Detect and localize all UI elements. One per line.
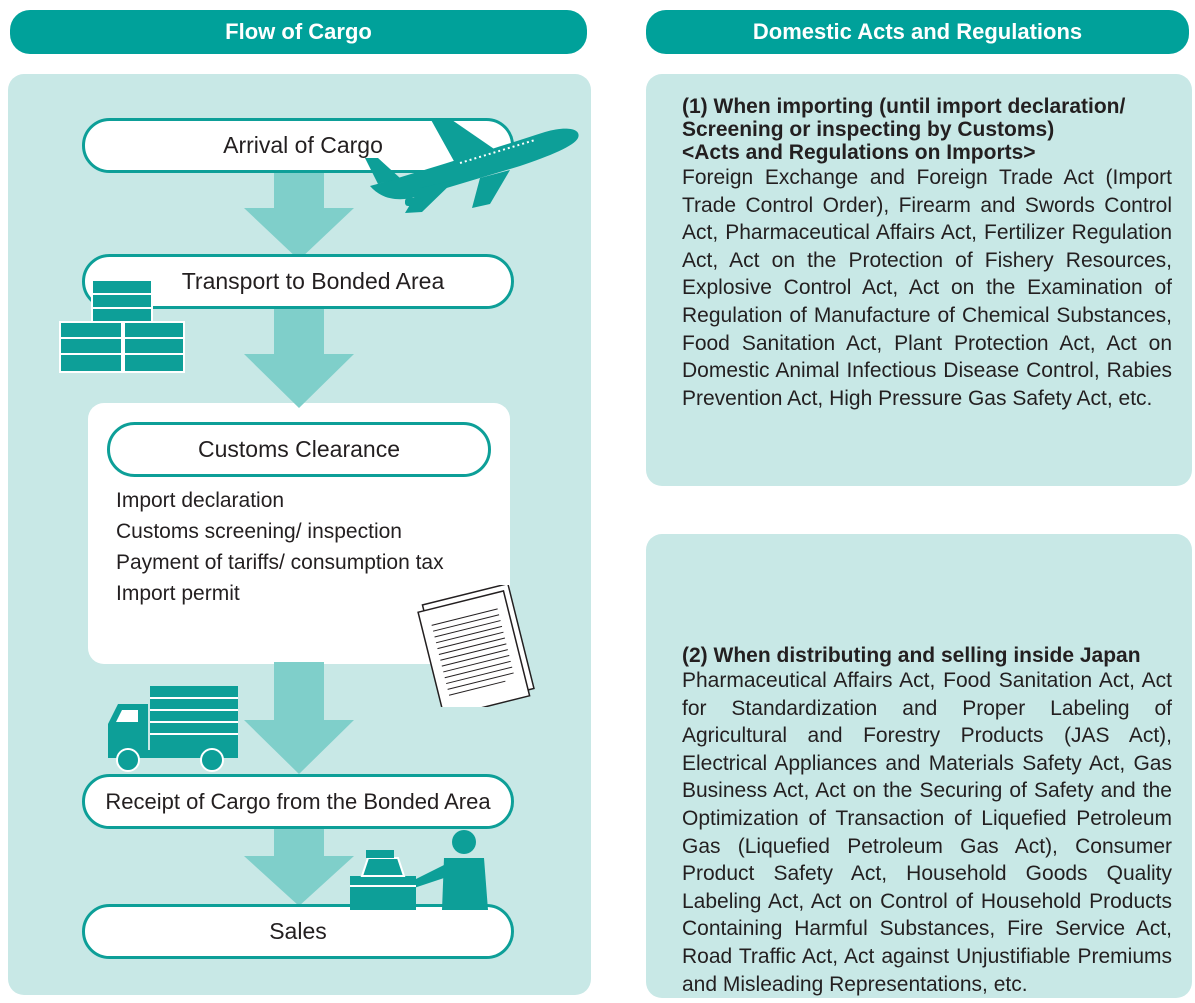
arrow-2 [244, 306, 354, 408]
stage-receipt-of-cargo: Receipt of Cargo from the Bonded Area [82, 774, 514, 829]
stage-transport-to-bonded-area: Transport to Bonded Area [82, 254, 514, 309]
domestic-acts-list: Pharmaceutical Affairs Act, Food Sanitat… [682, 669, 1172, 996]
document-icon [417, 585, 535, 707]
cashier-icon [350, 830, 488, 910]
crates-icon [59, 279, 185, 373]
customs-steps-list: Import declaration Customs screening/ in… [116, 485, 444, 609]
customs-step: Payment of tariffs/ consumption tax [116, 551, 444, 574]
import-regulations-box: (1) When importing (until import declara… [646, 74, 1192, 486]
arrow-4 [244, 826, 354, 906]
regulations-header: Domestic Acts and Regulations [646, 10, 1189, 54]
arrow-3 [244, 662, 354, 774]
customs-step: Customs screening/ inspection [116, 520, 402, 543]
import-title-line1: (1) When importing (until import declara… [682, 95, 1126, 118]
domestic-title: (2) When distributing and selling inside… [682, 644, 1141, 667]
import-title-line2: Screening or inspecting by Customs) [682, 118, 1055, 141]
stage-customs-clearance: Customs Clearance [107, 422, 491, 477]
truck-icon [108, 686, 238, 772]
airplane-icon [365, 118, 579, 213]
import-subtitle: <Acts and Regulations on Imports> [682, 141, 1036, 164]
stage-sales: Sales [82, 904, 514, 959]
domestic-regulations-box: (2) When distributing and selling inside… [646, 534, 1192, 998]
arrow-1 [244, 170, 354, 260]
customs-step: Import permit [116, 582, 240, 605]
flow-of-cargo-header: Flow of Cargo [10, 10, 587, 54]
import-acts-list: Foreign Exchange and Foreign Trade Act (… [682, 166, 1172, 410]
customs-step: Import declaration [116, 489, 285, 512]
